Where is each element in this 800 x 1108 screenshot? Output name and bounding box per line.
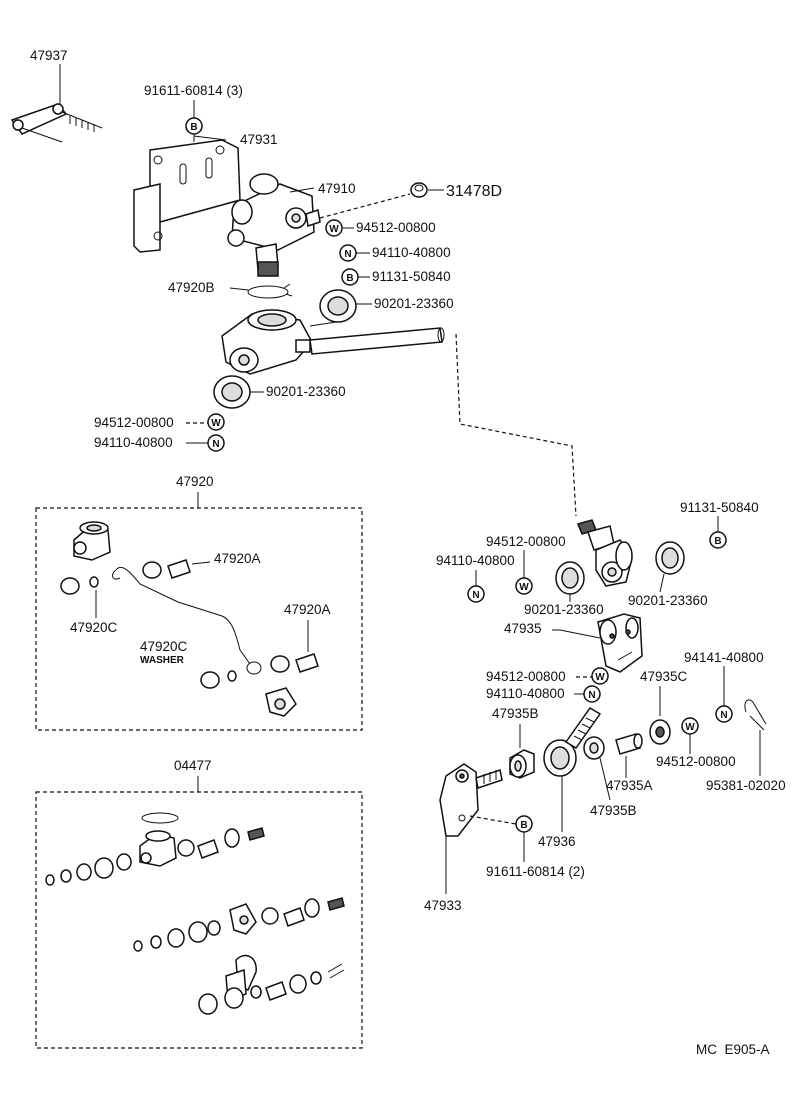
- bracket-bolts-illustration: [10, 103, 103, 143]
- diagram-code: MC E905-A: [696, 1042, 770, 1057]
- kit-box-47920: [35, 507, 363, 731]
- washer-badge-w: W: [591, 667, 609, 685]
- label-47920C-b: 47920C: [140, 639, 188, 654]
- svg-text:N: N: [720, 710, 727, 721]
- label-47935B-a: 47935B: [492, 706, 539, 721]
- dashed-cable-link: [455, 333, 577, 517]
- kit-47920-illustration: [60, 521, 319, 717]
- svg-text:B: B: [520, 820, 527, 831]
- svg-text:N: N: [588, 690, 595, 701]
- bolt-badge-b: B: [515, 815, 533, 833]
- svg-text:B: B: [714, 536, 721, 547]
- label-91611-60814-3: 91611-60814 (3): [144, 83, 243, 98]
- bracket-illustration: [133, 139, 241, 253]
- svg-text:W: W: [595, 672, 605, 683]
- label-91611-60814-2: 91611-60814 (2): [486, 864, 585, 879]
- bolt-badge-b: B: [341, 268, 359, 286]
- label-washer: WASHER: [140, 655, 185, 666]
- drive-bracket-illustration: [597, 613, 643, 673]
- cotter-pin-illustration: [744, 699, 767, 731]
- label-47920B: 47920B: [168, 280, 215, 295]
- label-94512-00800-a: 94512-00800: [356, 220, 436, 235]
- bolt-badge-b: B: [709, 531, 727, 549]
- svg-text:W: W: [519, 582, 529, 593]
- label-04477: 04477: [174, 758, 212, 773]
- label-94110-40800-a: 94110-40800: [372, 245, 451, 260]
- kit-box-04477: [35, 791, 363, 1049]
- label-94141-40800: 94141-40800: [684, 650, 764, 665]
- leader-47931: [193, 135, 227, 141]
- label-47920C-a: 47920C: [70, 620, 118, 635]
- label-94512-00800-d: 94512-00800: [486, 669, 566, 684]
- label-90201-23360-c: 90201-23360: [524, 602, 604, 617]
- oil-seal-illustration: [319, 289, 357, 323]
- worm-gear-illustration: [543, 706, 602, 777]
- svg-text:W: W: [211, 418, 221, 429]
- spacer-illustration: [509, 749, 535, 779]
- washer-badge-w: W: [515, 577, 533, 595]
- bolt-badge-b: B: [185, 117, 203, 135]
- label-94512-00800-b: 94512-00800: [94, 415, 174, 430]
- nut-badge-n: N: [715, 705, 733, 723]
- label-47920: 47920: [176, 474, 214, 489]
- svg-text:N: N: [344, 249, 351, 260]
- nut-badge-n: N: [583, 685, 601, 703]
- pin-illustration: [615, 733, 643, 755]
- kit-04477-illustration: [45, 812, 345, 1015]
- label-94110-40800-c: 94110-40800: [436, 553, 515, 568]
- label-90201-23360-d: 90201-23360: [628, 593, 708, 608]
- oil-seal-illustration: [555, 561, 585, 595]
- label-94512-00800-c: 94512-00800: [486, 534, 566, 549]
- svg-text:B: B: [190, 122, 197, 133]
- label-47935C: 47935C: [640, 669, 688, 684]
- label-47935A: 47935A: [606, 778, 653, 793]
- label-31478D: 31478D: [446, 183, 502, 200]
- washer-illustration: [649, 719, 671, 745]
- svg-text:N: N: [212, 439, 219, 450]
- label-47920A-a: 47920A: [214, 551, 261, 566]
- snap-ring-illustration: [247, 283, 293, 299]
- gear-housing-illustration: [221, 309, 445, 375]
- label-47935B-b: 47935B: [590, 803, 637, 818]
- label-91131-50840-a: 91131-50840: [372, 269, 451, 284]
- sensor-illustration: [227, 173, 321, 277]
- label-47933: 47933: [424, 898, 462, 913]
- leader-47910: [289, 187, 315, 193]
- label-95381-02020: 95381-02020: [706, 778, 786, 793]
- svg-text:W: W: [329, 224, 339, 235]
- cap-illustration: [410, 182, 428, 198]
- svg-text:B: B: [346, 273, 353, 284]
- lever-illustration: [439, 763, 503, 837]
- drive-gear-housing-illustration: [576, 519, 633, 587]
- washer-badge-w: W: [681, 717, 699, 735]
- label-47920A-b: 47920A: [284, 602, 331, 617]
- nut-badge-n: N: [207, 434, 225, 452]
- washer-illustration: [583, 736, 605, 760]
- svg-text:N: N: [472, 590, 479, 601]
- washer-badge-w: W: [207, 413, 225, 431]
- label-94110-40800-b: 94110-40800: [94, 435, 173, 450]
- label-90201-23360-a: 90201-23360: [374, 296, 454, 311]
- oil-seal-illustration: [213, 375, 251, 409]
- label-47931: 47931: [240, 132, 278, 147]
- label-47910: 47910: [318, 181, 356, 196]
- label-90201-23360-b: 90201-23360: [266, 384, 346, 399]
- nut-badge-n: N: [467, 585, 485, 603]
- nut-badge-n: N: [339, 244, 357, 262]
- oil-seal-illustration: [655, 541, 685, 575]
- label-94512-00800-e: 94512-00800: [656, 754, 736, 769]
- label-47935: 47935: [504, 621, 542, 636]
- label-94110-40800-d: 94110-40800: [486, 686, 565, 701]
- label-47937: 47937: [30, 48, 68, 63]
- label-91131-50840-b: 91131-50840: [680, 500, 759, 515]
- washer-badge-w: W: [325, 219, 343, 237]
- label-47936: 47936: [538, 834, 576, 849]
- svg-text:W: W: [685, 722, 695, 733]
